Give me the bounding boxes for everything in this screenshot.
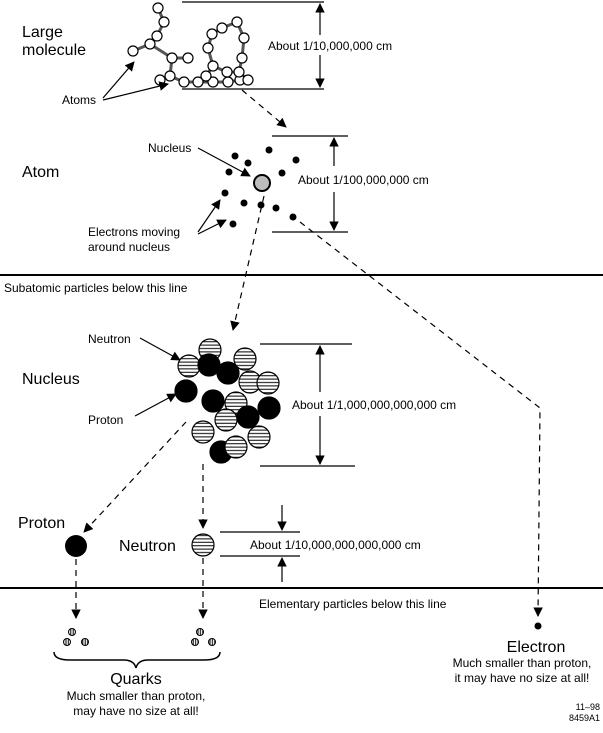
molecule-section: Large molecule [22,1,392,128]
atom-size-label: About 1/100,000,000 cm [298,173,429,187]
atom-to-electron-arrow [299,221,543,617]
atom-nucleus-arrow [197,147,251,177]
electrons-label-line1: Electrons moving [88,225,180,239]
quarks-desc-line2: may have no size at all! [73,704,198,718]
neutron-size-label: About 1/10,000,000,000,000 cm [250,538,421,552]
atom-section: Atom Nucleus Electrons moving around nuc… [22,135,543,617]
electrons-label-line2: around nucleus [88,240,170,254]
elementary-line-label: Elementary particles below this line [259,597,447,611]
electron-desc-line2: it may have no size at all! [455,671,590,685]
electron-title: Electron [507,639,566,656]
atom-nucleus-label: Nucleus [148,141,191,155]
electron-section: Electron Much smaller than proton, it ma… [453,622,592,685]
nucleus-section: Nucleus Neutron Proton [22,332,456,533]
atom-nucleus [253,174,271,192]
nucleus-particles [174,338,281,464]
figure-id-line1: 11–98 [576,702,600,712]
atoms-arrow-1 [102,61,135,99]
electrons-arrow-2 [197,219,227,235]
electron-particle [534,622,542,630]
proton-neutron-section: Proton Neutron About 1/10,000,000,000,00… [18,505,421,619]
molecule-to-atom-arrow [241,89,287,128]
neutron-title: Neutron [119,538,176,555]
electrons-arrow-1 [197,199,221,233]
quarks-title: Quarks [110,671,162,688]
atom-to-nucleus-arrow [230,195,265,331]
molecule-atoms [127,2,254,88]
atoms-arrow-2 [102,81,169,101]
figure-id-line2: 8459A1 [569,713,600,723]
atom-title: Atom [22,164,59,181]
atom-electrons [221,146,300,228]
atoms-label: Atoms [62,93,96,107]
nucleus-size-label: About 1/1,000,000,000,000 cm [292,398,456,412]
subatomic-line-label: Subatomic particles below this line [4,281,188,295]
nucleus-proton-arrow [134,393,177,417]
nucleus-neutron-arrow [139,337,181,361]
nucleus-to-proton-arrow [83,421,187,533]
nucleus-neutron-label: Neutron [88,332,131,346]
nucleus-title: Nucleus [22,371,80,388]
proton-title: Proton [18,515,65,532]
molecule-title-line1: Large [22,24,63,41]
quarks-section: Quarks Much smaller than proton, may hav… [53,628,221,718]
quarks-desc-line1: Much smaller than proton, [67,689,206,703]
molecule-title-line2: molecule [22,42,86,59]
proton-quarks [63,628,89,646]
neutron-quarks [191,628,216,646]
proton-particle [65,535,87,557]
nucleus-proton-label: Proton [88,413,123,427]
electron-desc-line1: Much smaller than proton, [453,656,592,670]
neutron-particle [191,533,215,557]
quarks-brace [53,651,221,669]
molecule-size-label: About 1/10,000,000 cm [268,39,392,53]
